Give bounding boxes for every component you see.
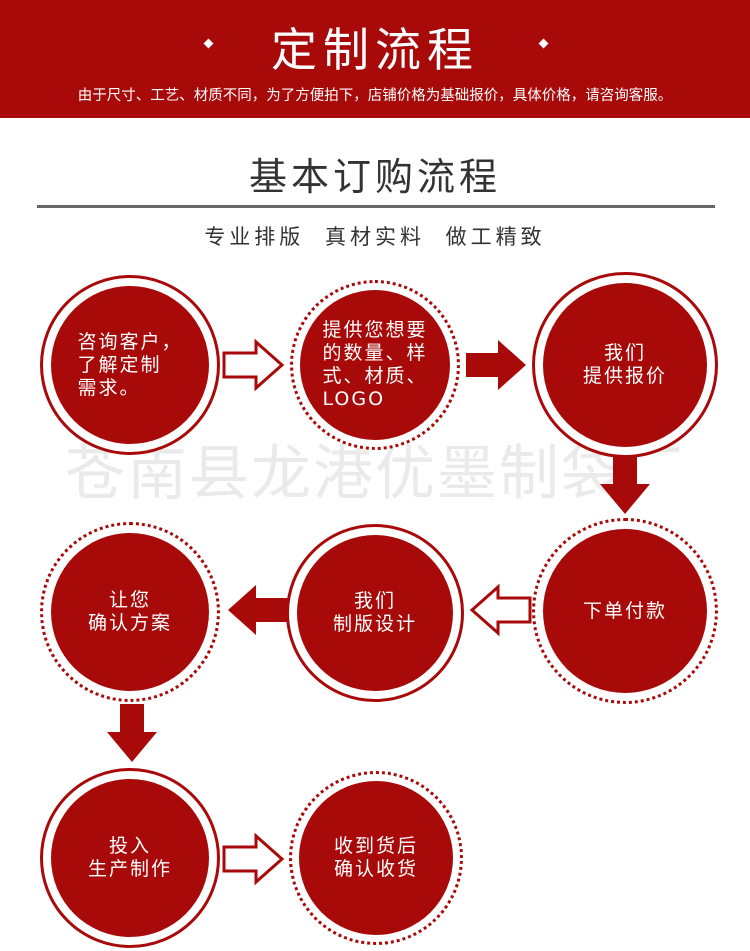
arrow-right-solid-icon bbox=[466, 340, 526, 390]
step-4-label: 下单付款 bbox=[582, 599, 667, 622]
step-7-label: 投入 生产制作 bbox=[87, 835, 172, 880]
header-banner: 定制流程 由于尺寸、工艺、材质不同，为了方便拍下，店铺价格为基础报价，具体价格，… bbox=[0, 0, 750, 118]
section-title: 基本订购流程 bbox=[248, 155, 501, 199]
arrow-down-solid-icon bbox=[600, 456, 650, 514]
page-subtitle: 由于尺寸、工艺、材质不同，为了方便拍下，店铺价格为基础报价，具体价格，请咨询客服… bbox=[77, 88, 673, 104]
section-tagline: 专业排版 真材实料 做工精致 bbox=[204, 225, 546, 249]
step-6-circle: 让您 确认方案 bbox=[40, 522, 220, 702]
step-2-circle: 提供您想要 的数量、样 式、材质、 LOGO bbox=[290, 280, 460, 450]
arrow-left-solid-icon bbox=[228, 585, 288, 635]
step-7-circle: 投入 生产制作 bbox=[40, 768, 220, 948]
step-5-circle: 我们 制版设计 bbox=[286, 524, 464, 702]
step-1-circle: 咨询客户， 了解定制 需求。 bbox=[40, 275, 220, 455]
step-2-label: 提供您想要 的数量、样 式、材质、 LOGO bbox=[322, 319, 428, 410]
step-6-label: 让您 确认方案 bbox=[87, 589, 172, 634]
step-5-label: 我们 制版设计 bbox=[332, 590, 417, 635]
step-8-circle: 收到货后 确认收货 bbox=[289, 771, 463, 945]
step-1-label: 咨询客户， 了解定制 需求。 bbox=[77, 330, 183, 399]
arrow-down-solid-icon bbox=[107, 704, 157, 762]
divider bbox=[37, 205, 715, 208]
page-title: 定制流程 bbox=[271, 23, 479, 77]
arrow-right-outline-icon bbox=[222, 338, 285, 392]
step-3-circle: 我们 提供报价 bbox=[532, 272, 718, 458]
arrow-right-outline-icon bbox=[222, 832, 285, 886]
step-8-label: 收到货后 确认收货 bbox=[333, 835, 418, 880]
watermark: 苍南县龙港优墨制袋厂 bbox=[65, 439, 685, 509]
step-3-label: 我们 提供报价 bbox=[582, 342, 667, 387]
arrow-left-outline-icon bbox=[469, 583, 532, 637]
step-4-circle: 下单付款 bbox=[532, 518, 718, 704]
